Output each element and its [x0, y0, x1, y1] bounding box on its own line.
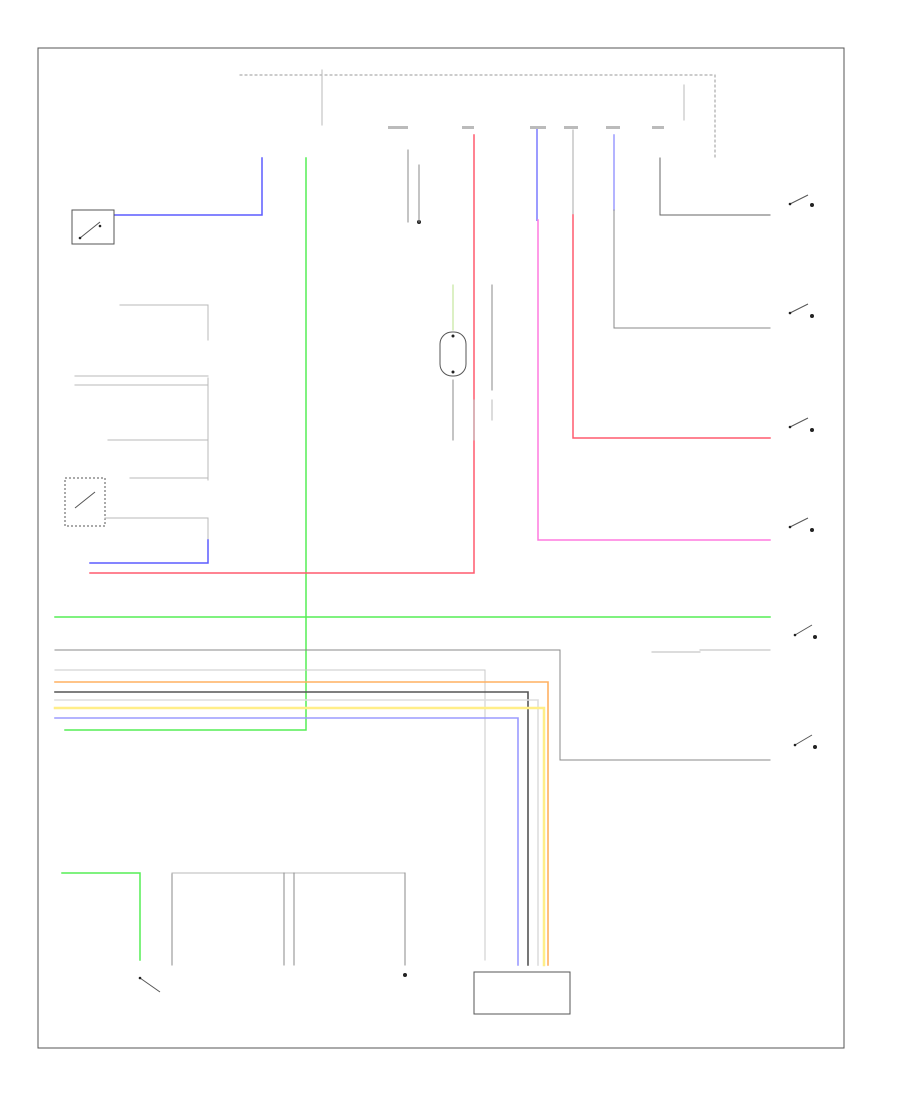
bundle-violet [54, 717, 519, 966]
switch-symbol-icon [788, 417, 814, 432]
ground-symbol-icon [403, 973, 407, 977]
bundle-yellow [53, 706, 546, 967]
gray-wire-right-1 [613, 209, 771, 329]
switch-symbol-icon [788, 303, 814, 318]
motor-symbol-icon [439, 331, 467, 377]
green-wire-main [64, 157, 307, 731]
pink-wire-right [537, 219, 771, 541]
gray-wire-horizontal [54, 649, 771, 761]
switch-symbol-icon [139, 977, 161, 993]
switch-symbol-icon [793, 624, 817, 639]
switch-symbol-icon [793, 734, 817, 749]
left-middle-box [64, 477, 106, 527]
dark-wire-right-top [659, 157, 771, 216]
bundle-dark [54, 691, 529, 966]
right-switches [788, 194, 817, 749]
blue-wire-left-lower [89, 539, 209, 564]
switch-symbol-icon [788, 517, 814, 532]
switch-symbol-icon [79, 221, 101, 239]
left-switch-box [71, 209, 115, 245]
top-connectors [388, 126, 664, 129]
bundle-light-gray [54, 669, 486, 961]
diagram-frame [37, 47, 845, 1049]
bundle-light [54, 699, 539, 966]
blue-wire-left [114, 157, 263, 216]
green-wire-bottom [61, 872, 141, 961]
switch-symbol-icon [74, 491, 96, 509]
red-wire-right-lower [572, 214, 771, 439]
bottom-connector-block [473, 971, 571, 1015]
switch-symbol-icon [788, 194, 814, 207]
bundle-orange [54, 681, 549, 966]
red-wire-center [89, 134, 475, 574]
